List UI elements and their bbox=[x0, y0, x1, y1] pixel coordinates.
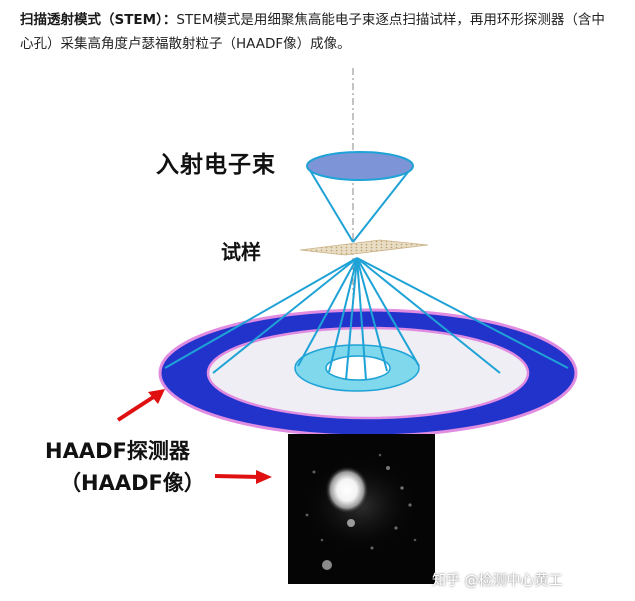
sample-label: 试样 bbox=[221, 240, 261, 264]
sample-sheet bbox=[299, 239, 429, 256]
intro-term: 扫描透射模式（STEM）： bbox=[20, 12, 177, 28]
center-annular-detector bbox=[294, 344, 420, 392]
incident-beam-label: 入射电子束 bbox=[156, 152, 276, 178]
watermark: 知乎 @检测中心黄工 bbox=[432, 573, 563, 589]
haadf-image-label: （HAADF像） bbox=[60, 471, 205, 495]
intro-text: STEM模式是用细聚焦高能电子束逐点扫描试样，再用环形探测器（含中心孔）采集高角… bbox=[20, 12, 605, 52]
haadf-detector-label: HAADF探测器 bbox=[45, 439, 190, 463]
haadf-image bbox=[288, 434, 435, 584]
scattered-electron-lines bbox=[164, 257, 569, 381]
incident-beam-cone bbox=[306, 151, 414, 243]
intro-paragraph: 扫描透射模式（STEM）：STEM模式是用细聚焦高能电子束逐点扫描试样，再用环形… bbox=[20, 8, 618, 56]
pointer-arrows bbox=[116, 389, 272, 484]
